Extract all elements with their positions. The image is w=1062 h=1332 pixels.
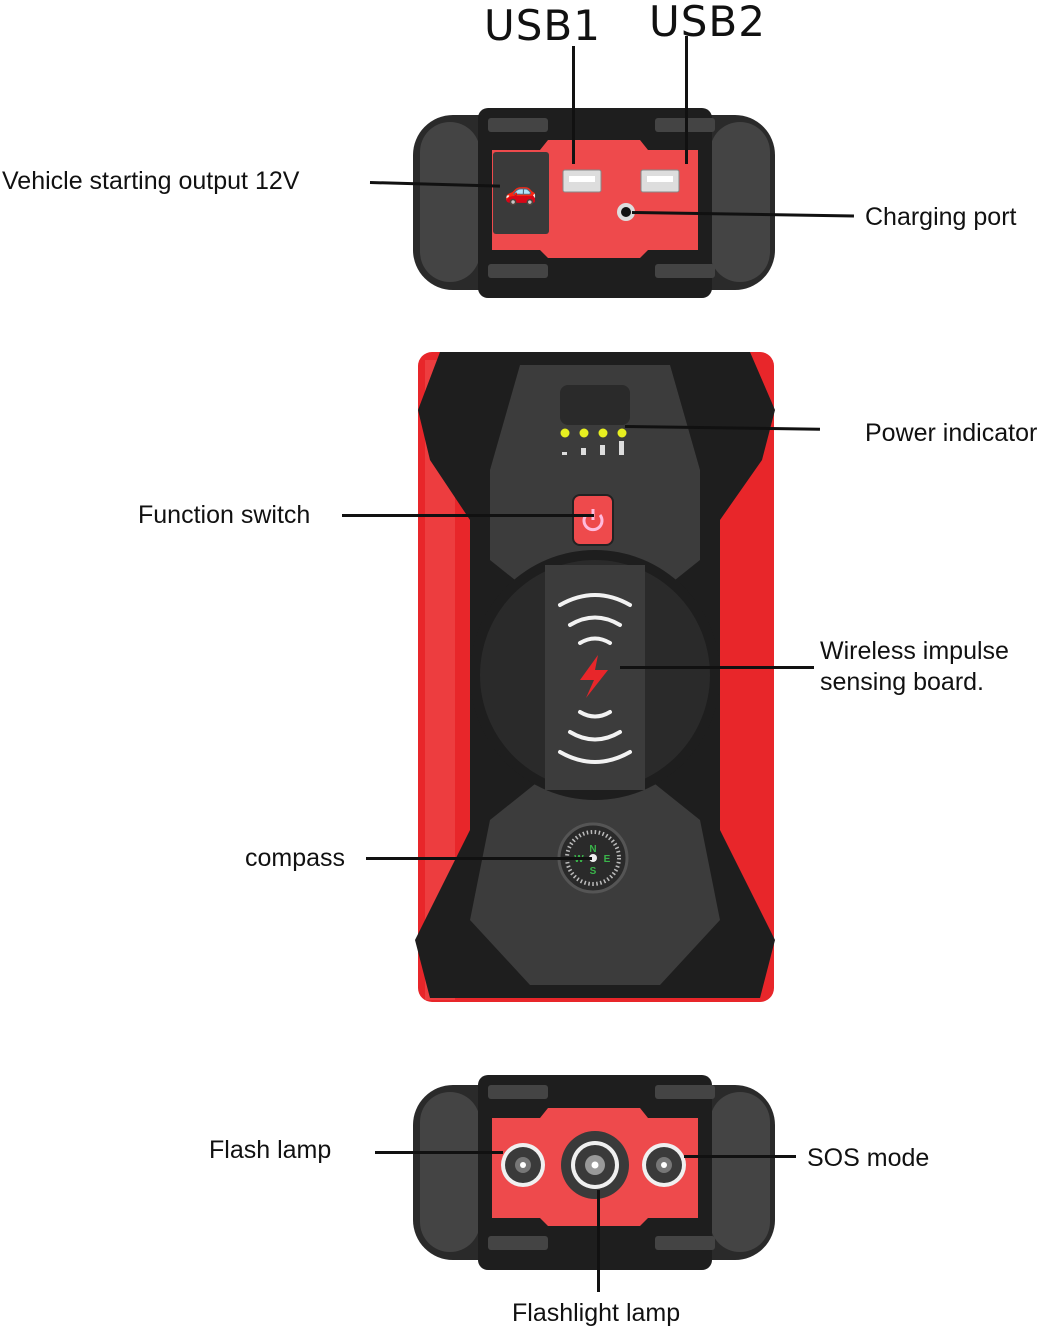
flashlight-lamp-led bbox=[571, 1141, 619, 1189]
front-view: N S W E bbox=[415, 352, 775, 1002]
vehicle-output-port bbox=[493, 152, 549, 234]
car-icon: 🚗 bbox=[505, 176, 537, 206]
leader-usb2 bbox=[685, 36, 688, 164]
compass-pivot bbox=[589, 854, 597, 862]
compass-letter: E bbox=[604, 854, 611, 865]
compass-letter: S bbox=[590, 866, 597, 877]
power-led-4 bbox=[617, 428, 627, 438]
callout-vehicle-output: Vehicle starting output 12V bbox=[2, 167, 300, 195]
leader-flashlight-lamp bbox=[597, 1190, 600, 1292]
callout-usb2: USB2 bbox=[649, 0, 766, 46]
callout-flash-lamp: Flash lamp bbox=[209, 1136, 332, 1164]
callout-charging-port: Charging port bbox=[865, 203, 1017, 231]
usb1-slot bbox=[569, 176, 595, 182]
callout-compass: compass bbox=[245, 844, 346, 872]
power-led-1 bbox=[560, 428, 570, 438]
callout-wireless-line1: Wireless impulse bbox=[820, 637, 1009, 665]
power-icon bbox=[582, 514, 604, 532]
power-led-3 bbox=[598, 428, 608, 438]
end-cap-left bbox=[420, 122, 480, 282]
clip bbox=[655, 1236, 715, 1250]
clip bbox=[488, 1236, 548, 1250]
leader-function-switch bbox=[342, 514, 594, 517]
charging-port-hole bbox=[621, 207, 631, 217]
power-led-2 bbox=[579, 428, 589, 438]
clip bbox=[488, 118, 548, 132]
leader-wireless bbox=[620, 666, 814, 669]
level-bar-4 bbox=[619, 441, 624, 455]
clip bbox=[488, 264, 548, 278]
callout-wireless-line2: sensing board. bbox=[820, 668, 985, 696]
leader-usb1 bbox=[572, 46, 575, 164]
end-cap-right bbox=[710, 122, 770, 282]
sos-lamp-led bbox=[642, 1143, 686, 1187]
end-cap-right bbox=[710, 1092, 770, 1252]
callout-usb1: USB1 bbox=[484, 1, 601, 50]
end-cap-left bbox=[420, 1092, 480, 1252]
level-bar-1 bbox=[562, 452, 567, 455]
clip bbox=[655, 1085, 715, 1099]
callout-flashlight-lamp: Flashlight lamp bbox=[512, 1299, 681, 1327]
wireless-waves-icon bbox=[558, 593, 632, 764]
flash-lamp-led bbox=[501, 1143, 545, 1187]
callout-function-switch: Function switch bbox=[138, 501, 311, 529]
compass-letter: N bbox=[589, 844, 596, 855]
leader-flash-lamp bbox=[375, 1151, 503, 1154]
leader-sos-mode bbox=[684, 1155, 796, 1158]
lightning-icon bbox=[580, 655, 608, 698]
top-end-view: 🚗 bbox=[413, 108, 775, 298]
leader-compass bbox=[366, 857, 592, 860]
bottom-end-view bbox=[413, 1075, 775, 1270]
level-bar-3 bbox=[600, 445, 605, 455]
clip bbox=[488, 1085, 548, 1099]
usb2-slot bbox=[647, 176, 673, 182]
level-bar-2 bbox=[581, 448, 586, 455]
indicator-recess bbox=[560, 385, 630, 425]
callout-sos-mode: SOS mode bbox=[807, 1144, 930, 1172]
callout-power-indicator: Power indicator bbox=[865, 419, 1038, 447]
clip bbox=[655, 264, 715, 278]
